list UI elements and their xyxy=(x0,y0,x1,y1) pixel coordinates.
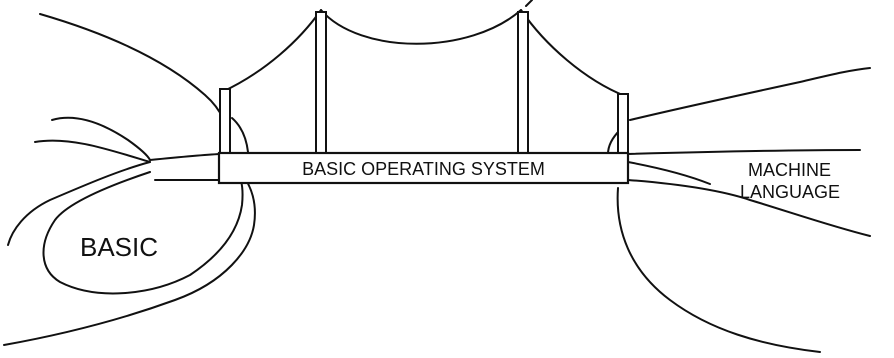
bridge-deck: BASIC OPERATING SYSTEM xyxy=(219,153,628,183)
left-bank xyxy=(4,14,255,345)
right-bank-upper-shore xyxy=(628,150,860,154)
right-bank-label-line2: LANGUAGE xyxy=(740,182,840,202)
left-bank-upper-contour xyxy=(52,118,220,160)
right-bank-label-line1: MACHINE xyxy=(748,160,831,180)
tower-right-outer xyxy=(618,94,628,153)
cable-left-span xyxy=(222,10,321,92)
cable-right-span xyxy=(521,10,625,96)
bridge-towers xyxy=(220,12,628,153)
left-bank-label: BASIC xyxy=(80,232,158,262)
cable-main-span xyxy=(321,10,521,44)
left-tower-base-contour xyxy=(232,118,248,152)
cable-stay-mark xyxy=(526,0,532,6)
suspension-cables xyxy=(222,0,625,96)
right-bank-top-contour xyxy=(630,68,870,120)
tower-left-inner xyxy=(316,12,326,153)
tower-right-inner xyxy=(518,12,528,153)
right-bank xyxy=(608,68,870,352)
left-bank-top-contour xyxy=(40,14,230,150)
bridge-label: BASIC OPERATING SYSTEM xyxy=(302,159,545,179)
tower-left-outer xyxy=(220,89,230,153)
